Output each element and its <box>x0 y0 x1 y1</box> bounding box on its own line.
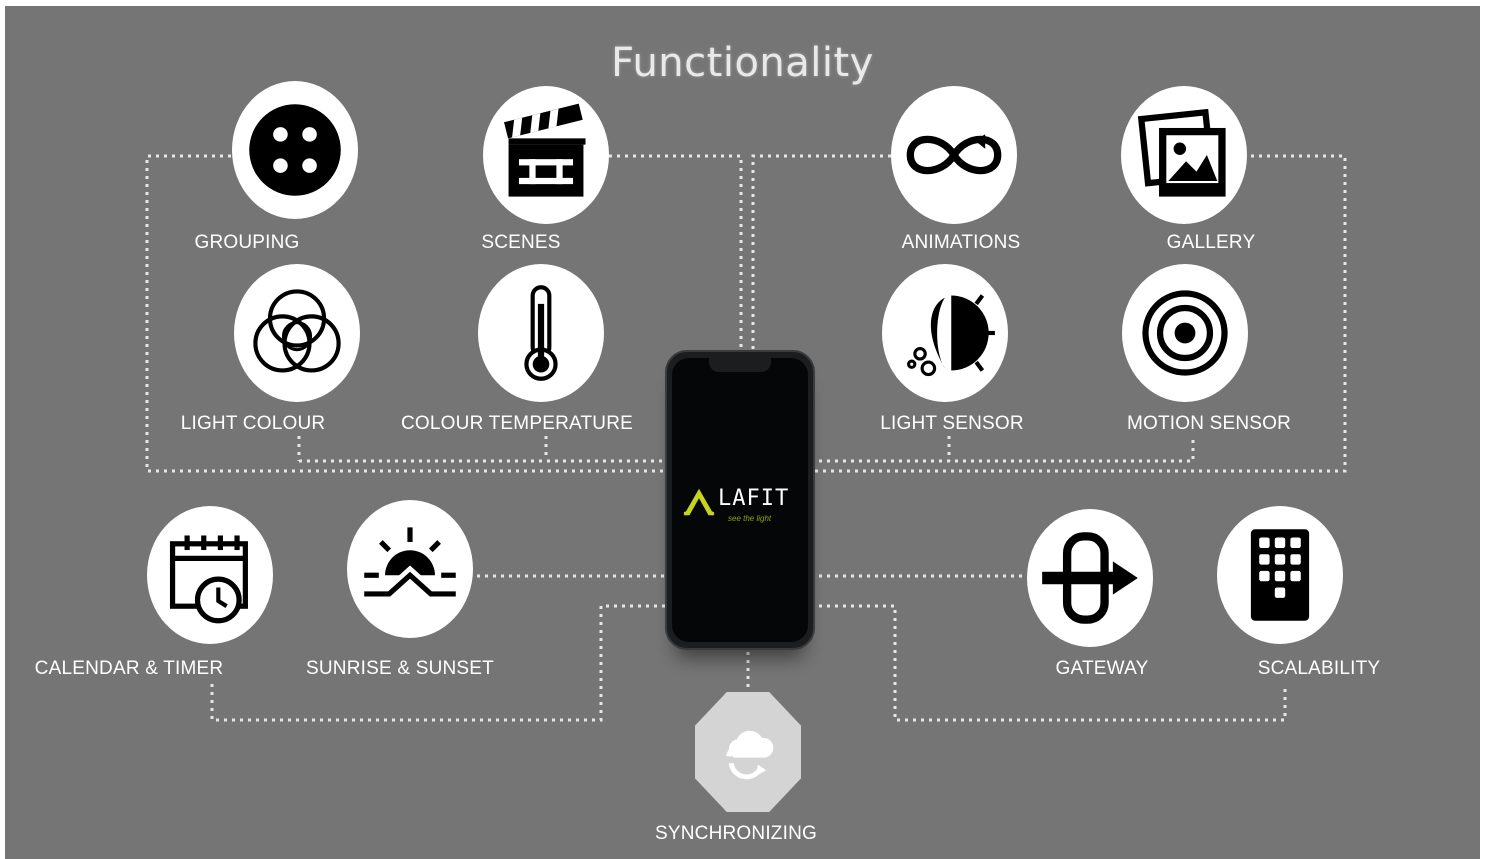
grouping-label: GROUPING <box>194 232 300 253</box>
brand-tagline: see the light <box>728 514 772 523</box>
phone-screen: LAFIT see the light <box>672 358 808 642</box>
clapperboard-icon <box>504 103 586 197</box>
scenes-badge <box>483 86 609 224</box>
calendar-clock-icon <box>169 535 248 624</box>
dots-group-icon <box>249 104 341 196</box>
synchronizing-label: SYNCHRONIZING <box>655 823 817 844</box>
page-title: Functionality <box>611 40 874 86</box>
animations-badge <box>891 86 1017 224</box>
connector-lines <box>145 154 1347 722</box>
venn-icon <box>253 289 341 373</box>
light-colour-label: LIGHT COLOUR <box>180 413 326 434</box>
phone-device: LAFIT see the light <box>665 350 815 650</box>
light-colour-badge <box>234 264 360 402</box>
gateway-badge <box>1027 509 1153 647</box>
calendar-timer-label: CALENDAR & TIMER <box>34 658 224 679</box>
keypad-icon <box>1250 529 1310 621</box>
infinity-icon <box>906 134 1002 175</box>
cloud-sync-icon <box>726 730 774 780</box>
animations-label: ANIMATIONS <box>901 232 1021 253</box>
gallery-label: GALLERY <box>1166 232 1256 253</box>
motion-sensor-badge <box>1122 264 1248 402</box>
colour-temperature-badge <box>478 264 604 402</box>
colour-temperature-label: COLOUR TEMPERATURE <box>401 413 633 434</box>
grouping-badge <box>232 81 358 219</box>
sunrise-icon <box>364 527 456 597</box>
brand-name: LAFIT <box>718 486 790 511</box>
sunrise-sunset-badge <box>347 500 473 638</box>
synchronizing-badge <box>695 692 801 812</box>
gallery-badge <box>1121 86 1247 224</box>
phone-notch <box>709 358 771 372</box>
lafit-logo-icon <box>683 488 715 516</box>
target-icon <box>1142 290 1228 376</box>
sunrise-sunset-label: SUNRISE & SUNSET <box>306 658 494 679</box>
gateway-icon <box>1042 532 1138 624</box>
thermometer-icon <box>524 285 558 381</box>
gallery-icon <box>1137 108 1226 197</box>
diagram-canvas: Functionality GROUPING SCENES <box>5 6 1480 859</box>
scalability-label: SCALABILITY <box>1257 658 1381 679</box>
gateway-label: GATEWAY <box>1055 658 1149 679</box>
calendar-timer-badge <box>147 506 273 644</box>
light-sensor-icon <box>907 294 995 377</box>
light-sensor-label: LIGHT SENSOR <box>880 413 1024 434</box>
scalability-badge <box>1217 506 1343 644</box>
light-sensor-badge <box>882 264 1008 402</box>
motion-sensor-label: MOTION SENSOR <box>1126 413 1292 434</box>
scenes-label: SCENES <box>481 232 561 253</box>
